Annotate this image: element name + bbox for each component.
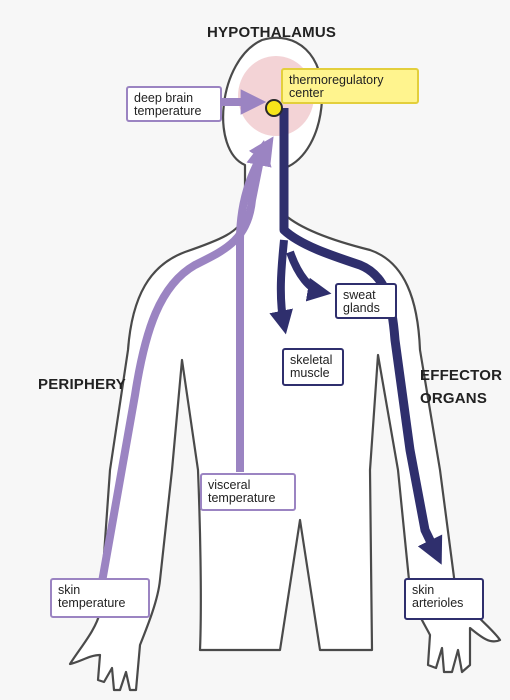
skeletal-efferent-arrow [281,240,284,325]
sweat-glands-box: sweat glands [335,283,397,319]
skin-arterioles-box: skin arterioles [404,578,484,620]
skin-temperature-box: skin temperature [50,578,150,618]
hypothalamus-heading: HYPOTHALAMUS [207,24,336,41]
effector-heading: EFFECTOR [420,367,502,384]
visceral-temperature-box: visceral temperature [200,473,296,511]
organs-heading: ORGANS [420,390,487,407]
thermoregulatory-center-box: thermoregulatory center [281,68,419,104]
deep-brain-temperature-box: deep brain temperature [126,86,222,122]
thermoregulatory-node [266,100,282,116]
skeletal-muscle-box: skeletal muscle [282,348,344,386]
periphery-heading: PERIPHERY [38,376,126,393]
